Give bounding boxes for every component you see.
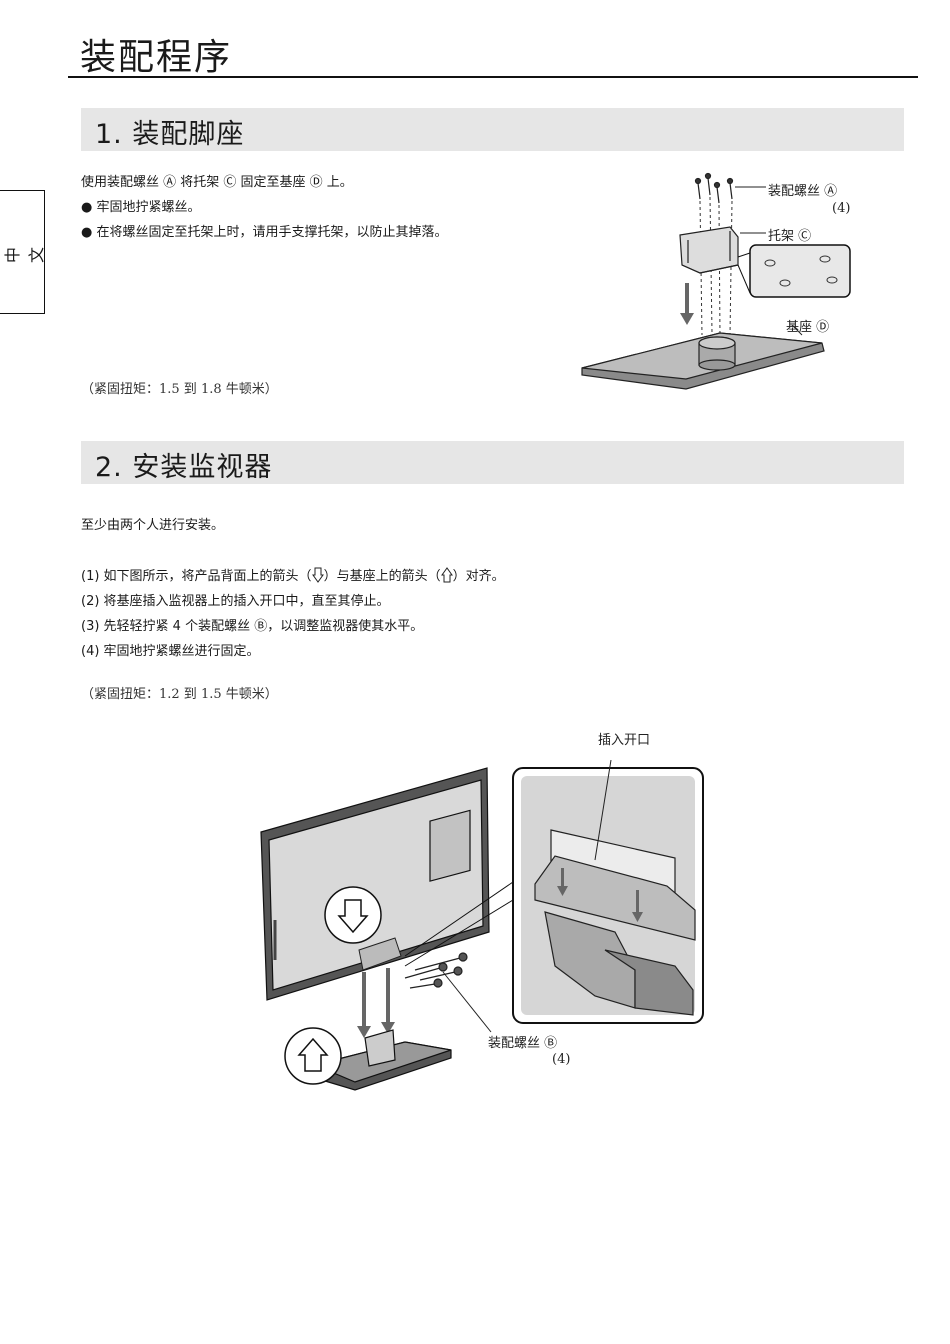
section-1-intro: 使用装配螺丝 Ⓐ 将托架 Ⓒ 固定至基座 Ⓓ 上。 — [81, 175, 353, 190]
label-screw-b: 装配螺丝 Ⓑ — [488, 1036, 558, 1051]
step-3: (3) 先轻轻拧紧 4 个装配螺丝 Ⓑ，以调整监视器使其水平。 — [81, 619, 424, 634]
screws-a-icon — [694, 172, 734, 204]
label-insert-opening: 插入开口 — [598, 733, 651, 748]
label-screw-a-count: (4) — [832, 201, 851, 216]
section-1-bullet-2: ● 在将螺丝固定至托架上时，请用手支撑托架，以防止其掉落。 — [81, 225, 448, 240]
stand-assembly-illustration — [581, 172, 851, 390]
label-bracket-c: 托架 Ⓒ — [768, 229, 812, 244]
screws-b-icon — [404, 952, 468, 989]
section-2-people-note: 至少由两个人进行安装。 — [81, 518, 225, 533]
section-2-header: 2. 安装监视器 — [81, 441, 904, 484]
down-arrow-icon — [680, 283, 694, 325]
section-1-instructions: 使用装配螺丝 Ⓐ 将托架 Ⓒ 固定至基座 Ⓓ 上。 ● 牢固地拧紧螺丝。 ● 在… — [81, 170, 461, 245]
monitor-arrow-marker-icon — [324, 886, 382, 944]
base-d-icon — [581, 332, 825, 390]
base-arrow-marker-icon — [284, 1027, 342, 1085]
label-screw-a: 装配螺丝 Ⓐ — [768, 184, 838, 199]
step-4: (4) 牢固地拧紧螺丝进行固定。 — [81, 644, 260, 659]
up-outline-arrow-icon — [440, 567, 453, 583]
language-tab-label: 中文 — [3, 247, 46, 264]
bracket-c-icon — [679, 226, 739, 274]
label-screw-b-count: (4) — [552, 1052, 571, 1067]
step-2: (2) 将基座插入监视器上的插入开口中，直至其停止。 — [81, 594, 390, 609]
down-outline-arrow-icon — [311, 567, 324, 583]
monitor-back-icon — [260, 767, 490, 1001]
monitor-install-illustration — [260, 760, 704, 1091]
section-1-bullet-1: ● 牢固地拧紧螺丝。 — [81, 200, 201, 215]
title-divider — [68, 76, 918, 78]
section-2-steps: (1) 如下图所示，将产品背面上的箭头（）与基座上的箭头（）对齐。 (2) 将基… — [81, 564, 781, 664]
language-tab: 中文 — [0, 190, 46, 314]
section-1-header: 1. 装配脚座 — [81, 108, 904, 151]
step-1: (1) 如下图所示，将产品背面上的箭头（）与基座上的箭头（）对齐。 — [81, 567, 505, 584]
section-2-torque: （紧固扭矩：1.2 到 1.5 牛顿米） — [81, 687, 278, 702]
insert-down-arrows-icon — [357, 968, 395, 1038]
section-2-heading: 2. 安装监视器 — [95, 452, 273, 483]
section-1-heading: 1. 装配脚座 — [95, 119, 245, 150]
label-base-d: 基座 Ⓓ — [786, 320, 830, 335]
page-title: 装配程序 — [80, 37, 233, 78]
section-1-torque: （紧固扭矩：1.5 到 1.8 牛顿米） — [81, 382, 278, 397]
